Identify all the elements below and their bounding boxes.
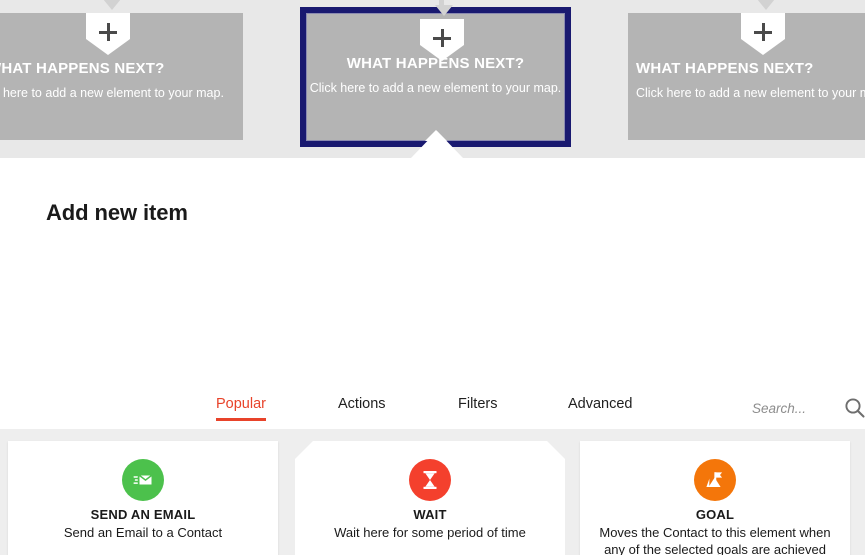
card-title: SEND AN EMAIL — [90, 507, 196, 522]
node-title: WHAT HAPPENS NEXT? — [636, 60, 814, 77]
card-description: Wait here for some period of time — [334, 525, 526, 540]
search-input[interactable] — [750, 400, 826, 417]
tab-actions[interactable]: Actions — [338, 396, 386, 412]
item-card-send-an-email[interactable]: SEND AN EMAIL Send an Email to a Contact — [8, 441, 278, 555]
item-card-goal[interactable]: GOAL Moves the Contact to this element w… — [580, 441, 850, 555]
node-title: WHAT HAPPENS NEXT? — [346, 55, 525, 72]
tab-popular[interactable]: Popular — [216, 396, 266, 421]
page-title: Add new item — [46, 200, 188, 225]
card-description: Send an Email to a Contact — [63, 525, 223, 540]
connector-arrow-icon — [757, 0, 775, 10]
node-title: WHAT HAPPENS NEXT? — [0, 60, 165, 77]
workflow-node-right[interactable]: WHAT HAPPENS NEXT? Click here to add a n… — [628, 0, 865, 140]
connector-stem — [439, 0, 444, 9]
workflow-node-selected[interactable]: WHAT HAPPENS NEXT? Click here to add a n… — [300, 0, 571, 147]
envelope-icon — [122, 459, 164, 501]
search-icon[interactable] — [844, 397, 865, 419]
node-subtitle: ck here to add a new element to your map… — [0, 86, 224, 100]
node-subtitle: Click here to add a new element to your … — [636, 86, 865, 100]
item-card-wait[interactable]: WAIT Wait here for some period of time — [295, 441, 565, 555]
connector-arrow-icon — [103, 0, 121, 10]
workflow-canvas: WHAT HAPPENS NEXT? ck here to add a new … — [0, 0, 865, 158]
node-subtitle: Click here to add a new element to your … — [309, 81, 562, 95]
connector-arrow-icon — [435, 5, 453, 16]
flag-mountain-icon — [694, 459, 736, 501]
add-new-item-panel: Add new item Popular Actions Filters Adv… — [0, 131, 865, 555]
card-description: Moves the Contact to this element when a… — [599, 525, 831, 555]
tab-advanced[interactable]: Advanced — [568, 396, 633, 412]
card-title: WAIT — [413, 507, 447, 522]
search-box[interactable] — [750, 398, 865, 422]
card-title: GOAL — [695, 507, 735, 522]
item-grid-area: SEND AN EMAIL Send an Email to a Contact… — [0, 429, 865, 555]
panel-tabs: Popular Actions Filters Advanced — [0, 396, 865, 428]
tab-filters[interactable]: Filters — [458, 396, 498, 412]
hourglass-icon — [409, 459, 451, 501]
workflow-node-left[interactable]: WHAT HAPPENS NEXT? ck here to add a new … — [0, 0, 243, 140]
panel-pointer-icon — [411, 131, 463, 158]
